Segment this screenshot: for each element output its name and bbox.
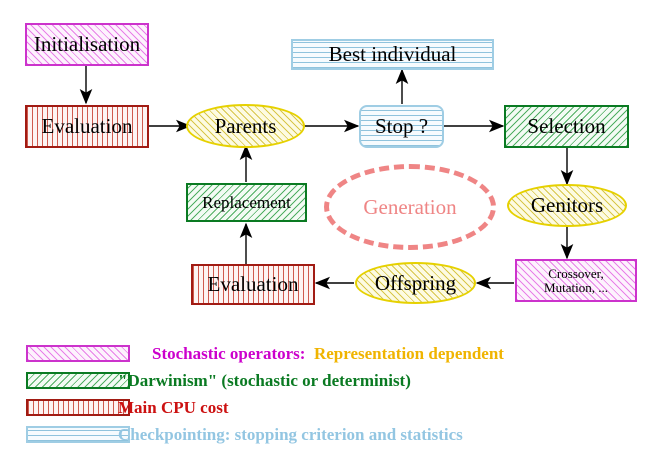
node-initialisation-label: Initialisation (33, 32, 141, 57)
legend: Stochastic operators: Representation dep… (0, 340, 662, 448)
legend-text-darwinism: "Darwinism" (stochastic or determinist) (118, 370, 411, 390)
legend-swatch-blue-horizontal-hatch (26, 426, 130, 443)
node-replacement-label: Replacement (202, 192, 291, 212)
node-evaluation-bottom[interactable]: Evaluation (191, 264, 315, 305)
legend-swatch-magenta-diagonal-hatch (26, 345, 130, 362)
node-generation-boundary: Generation (324, 164, 496, 250)
node-crossover-mutation[interactable]: Crossover, Mutation, ... (515, 259, 637, 302)
node-crossover-mutation-label: Crossover, Mutation, ... (544, 265, 608, 295)
node-evaluation-top-label: Evaluation (41, 114, 133, 139)
node-parents-label: Parents (214, 113, 277, 138)
legend-text-checkpointing: Checkpointing: stopping criterion and st… (118, 424, 463, 444)
node-selection-label: Selection (527, 114, 606, 139)
node-selection[interactable]: Selection (504, 105, 629, 148)
node-generation-label: Generation (363, 194, 457, 219)
node-genitors-label: Genitors (530, 193, 604, 218)
legend-text-main-cpu-cost: Main CPU cost (118, 397, 229, 417)
node-best-individual[interactable]: Best individual (291, 39, 494, 70)
node-stop-label: Stop ? (374, 114, 429, 139)
legend-row-main-cpu-cost: Main CPU cost (0, 394, 662, 421)
node-offspring-label: Offspring (374, 270, 457, 295)
legend-text-stochastic-operators: Stochastic operators: Representation dep… (118, 324, 504, 384)
legend-row-stochastic-operators: Stochastic operators: Representation dep… (0, 340, 662, 367)
node-evaluation-bottom-label: Evaluation (207, 272, 299, 297)
legend-row-darwinism: "Darwinism" (stochastic or determinist) (0, 367, 662, 394)
node-stop[interactable]: Stop ? (359, 105, 444, 148)
legend-text-primary: Stochastic operators: (152, 343, 306, 363)
node-evaluation-top[interactable]: Evaluation (25, 105, 149, 148)
node-replacement[interactable]: Replacement (186, 183, 307, 222)
legend-swatch-green-diagonal-hatch (26, 372, 130, 389)
legend-swatch-red-vertical-hatch (26, 399, 130, 416)
legend-text-secondary: Representation dependent (313, 343, 504, 363)
node-parents[interactable]: Parents (186, 104, 305, 148)
node-genitors[interactable]: Genitors (507, 184, 627, 227)
node-best-individual-label: Best individual (328, 42, 457, 67)
node-initialisation[interactable]: Initialisation (25, 23, 149, 66)
legend-row-checkpointing: Checkpointing: stopping criterion and st… (0, 421, 662, 448)
node-offspring[interactable]: Offspring (355, 262, 476, 304)
